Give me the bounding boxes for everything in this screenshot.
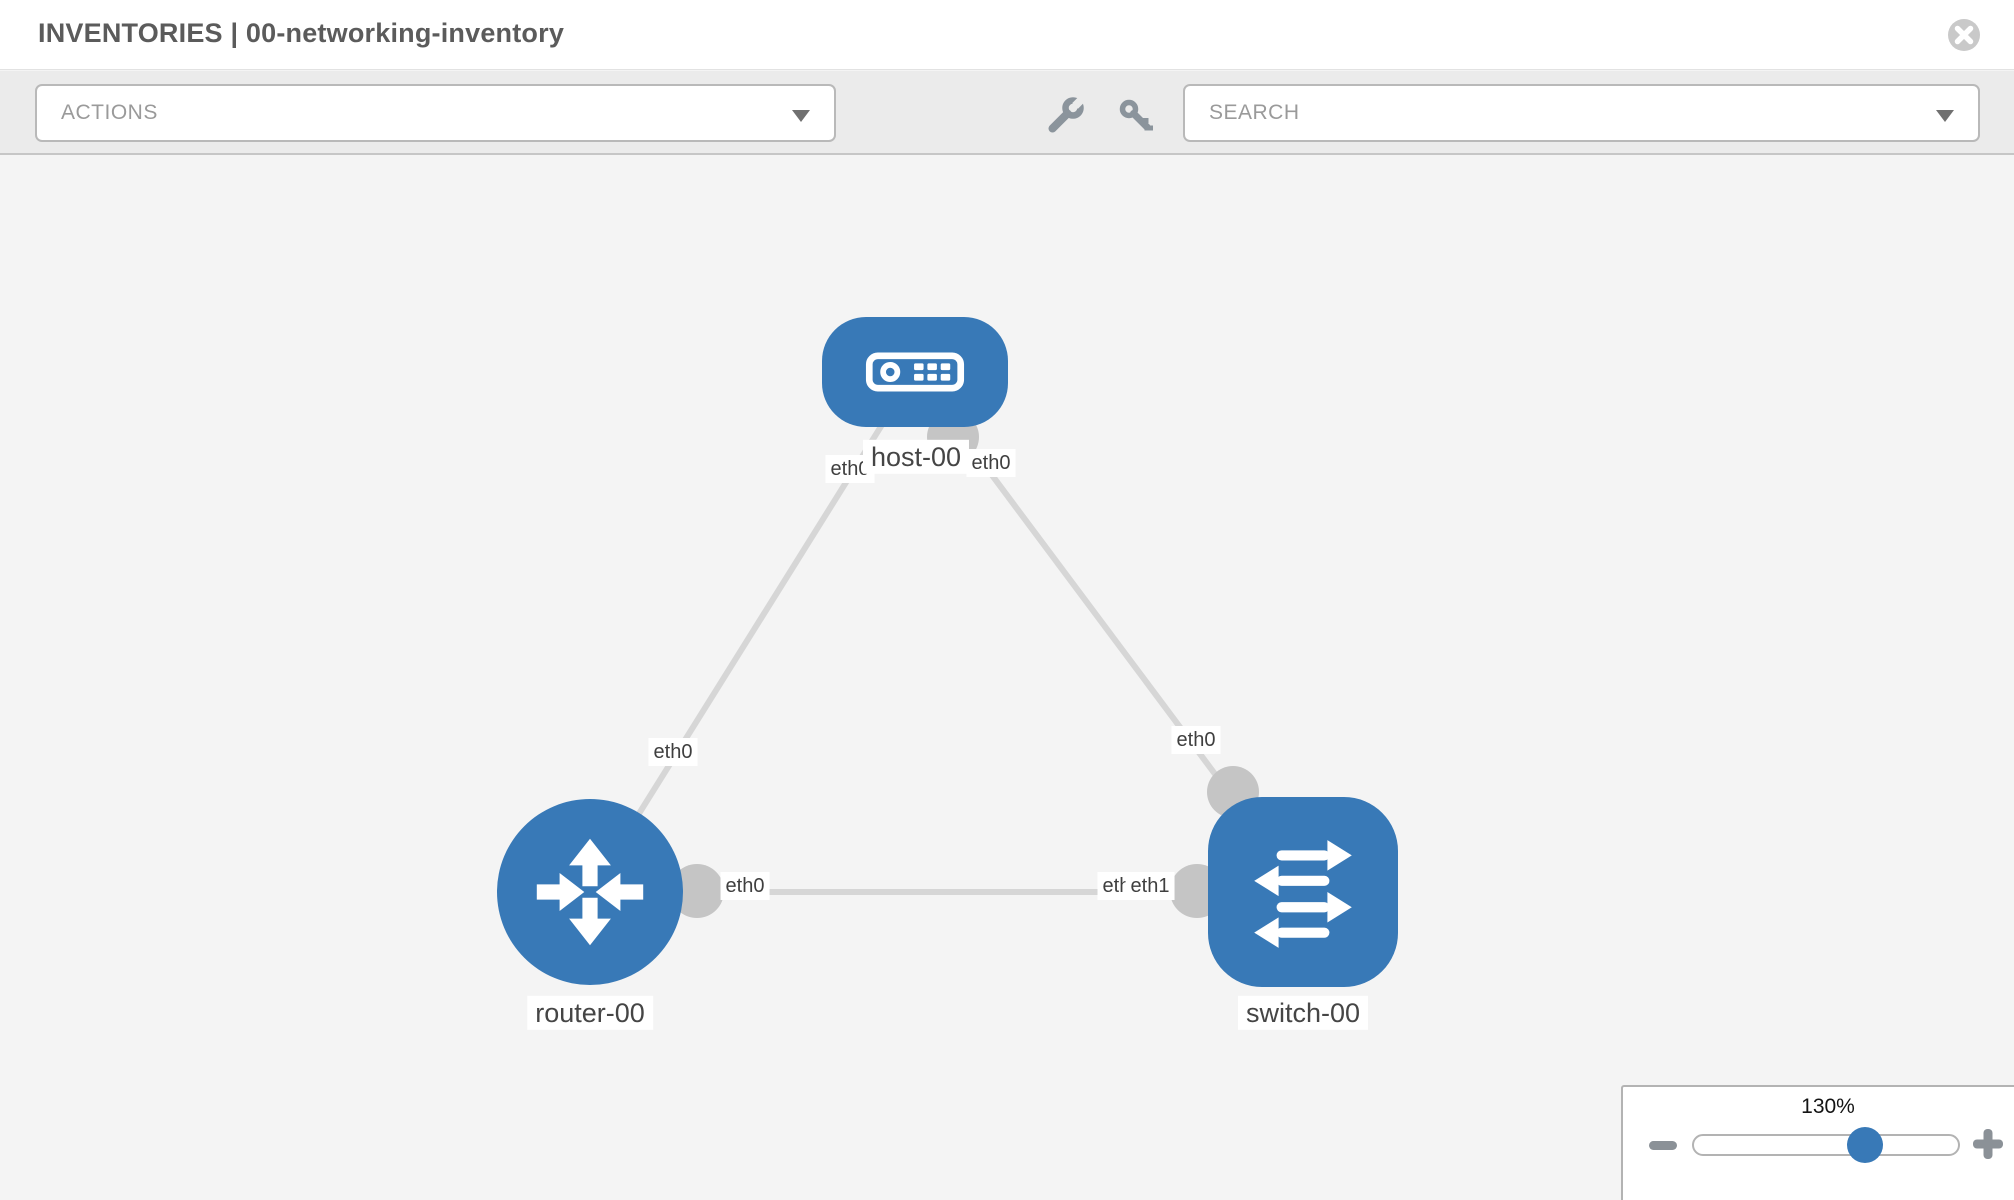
node-switch-00[interactable] [1208, 797, 1398, 987]
router-icon [536, 838, 644, 946]
chevron-down-icon [1936, 110, 1954, 122]
page-title: INVENTORIES | 00-networking-inventory [38, 18, 565, 48]
toolbar: ACTIONS SEARCH [0, 71, 2014, 155]
port-label-eth0: eth0 [648, 738, 698, 766]
key-icon [1119, 99, 1153, 130]
zoom-slider-track[interactable] [1692, 1134, 1960, 1156]
search-dropdown[interactable]: SEARCH [1183, 84, 1980, 142]
close-icon [1948, 19, 1980, 51]
minus-icon [1649, 1140, 1677, 1150]
node-label-host: host-00 [862, 439, 970, 475]
node-host-00[interactable] [822, 317, 1008, 427]
node-label-switch: switch-00 [1237, 995, 1369, 1031]
actions-dropdown-label: ACTIONS [61, 101, 158, 124]
chevron-down-icon [792, 110, 810, 122]
port-label-eth0: eth0 [720, 872, 770, 900]
switch-icon [1254, 840, 1352, 948]
zoom-panel: 130% [1621, 1085, 2014, 1200]
node-router-00[interactable] [497, 799, 683, 985]
zoom-level: 130% [1801, 1095, 1855, 1118]
port-label-eth0: eth0 [966, 449, 1016, 477]
host-icon [865, 352, 965, 392]
node-label-router: router-00 [527, 995, 653, 1031]
tools-button[interactable] [1044, 93, 1088, 139]
topology-canvas[interactable] [0, 157, 2014, 1200]
close-button[interactable] [1946, 17, 1982, 53]
plus-icon [1973, 1129, 2003, 1159]
port-label-eth0: eth0 [1171, 726, 1221, 754]
key-button[interactable] [1114, 95, 1158, 139]
wrench-icon [1048, 93, 1088, 132]
zoom-slider-handle[interactable] [1847, 1127, 1883, 1163]
actions-dropdown[interactable]: ACTIONS [35, 84, 836, 142]
zoom-in-button[interactable] [1972, 1129, 2004, 1161]
port-label-eth1: eth1 [1125, 872, 1175, 900]
header: INVENTORIES | 00-networking-inventory [0, 0, 2014, 70]
search-dropdown-label: SEARCH [1209, 101, 1300, 124]
zoom-out-button[interactable] [1648, 1135, 1678, 1157]
